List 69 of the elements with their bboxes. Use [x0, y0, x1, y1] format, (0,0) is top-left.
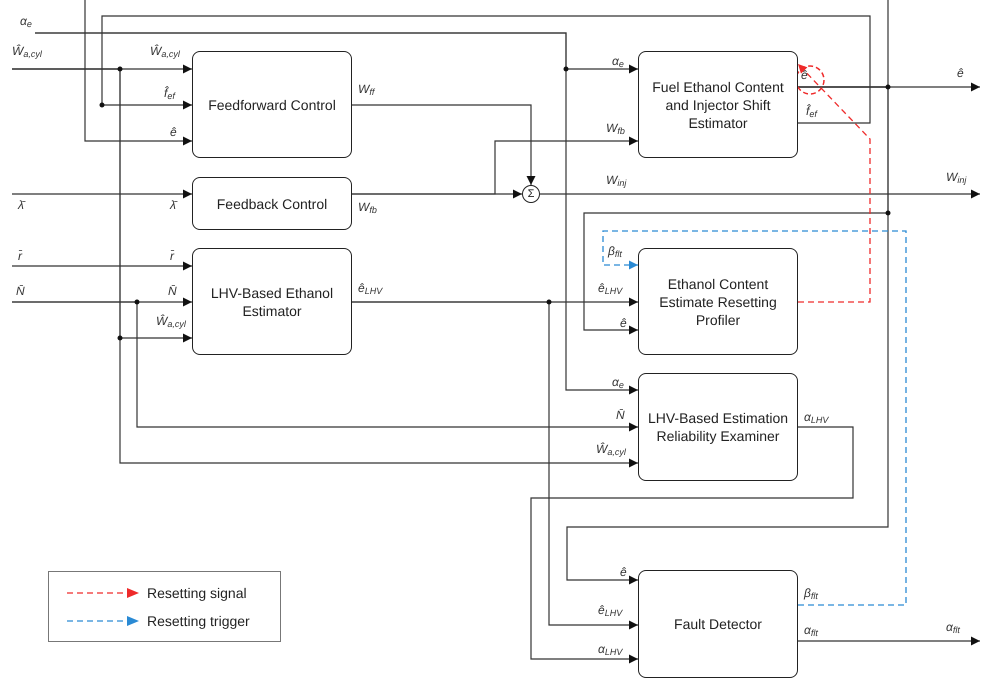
legend-label: Resetting signal [147, 584, 247, 600]
signal-label: λ̄ [18, 198, 24, 212]
signal-label: W$_{fb}$ [358, 200, 377, 214]
signal-arrow [798, 636, 980, 646]
signal-arrow [35, 32, 638, 394]
signal-arrow [12, 68, 638, 468]
signal-arrow [602, 230, 907, 606]
signal-label: ê [957, 66, 964, 80]
box-label: Fuel Ethanol Content and Injector Shift Estimator [651, 78, 785, 132]
signal-arrow [540, 190, 980, 198]
process-box [192, 51, 352, 158]
signal-label: r̄ [170, 249, 174, 263]
signal-label: W$_{fb}$ [606, 121, 625, 135]
signal-label: ê [801, 68, 808, 82]
signal-label: W$_{inj}$ [606, 173, 626, 187]
signal-label: α$_{e}$ [20, 14, 32, 28]
signal-label: Ŵ$_{a,cyl}$ [596, 442, 626, 456]
signal-label: α$_{flt}$ [946, 620, 960, 634]
process-box [638, 51, 798, 158]
signal-label: ê [620, 565, 627, 579]
signal-label: N̄ [16, 284, 25, 298]
signal-label: ê$_{LHV}$ [598, 281, 622, 295]
signal-arrow [101, 15, 871, 124]
signal-label: f̂$_{ef}$ [164, 86, 175, 100]
box-label: LHV-Based Estimation Reliability Examiner [647, 409, 789, 445]
process-box [638, 248, 798, 355]
signal-label: W$_{inj}$ [946, 170, 966, 184]
signal-label: N̄ [168, 284, 177, 298]
signal-label: ê$_{LHV}$ [598, 603, 622, 617]
signal-label: α$_{e}$ [612, 54, 624, 68]
signal-arrow [798, 64, 871, 303]
signal-label: ê [170, 125, 177, 139]
process-box [638, 570, 798, 678]
signal-label: α$_{LHV}$ [804, 410, 828, 424]
signal-arrow [84, 0, 889, 146]
signal-label: α$_{flt}$ [804, 623, 818, 637]
signal-label: α$_{LHV}$ [598, 642, 622, 656]
signal-arrow [530, 426, 854, 664]
signal-arrow [12, 190, 192, 198]
signal-label: Ŵ$_{a,cyl}$ [12, 44, 42, 58]
sum-symbol: Σ [528, 188, 534, 200]
signal-label: ê$_{LHV}$ [358, 281, 382, 295]
signal-label: ê [620, 316, 627, 330]
signal-arrow [12, 262, 192, 270]
signal-arrow [566, 86, 889, 584]
box-label: Feedback Control [216, 194, 328, 212]
box-label: Feedforward Control [208, 96, 336, 114]
signal-label: Ŵ$_{a,cyl}$ [150, 44, 180, 58]
process-box [192, 248, 352, 355]
box-label: Ethanol Content Estimate Resetting Profiler [658, 274, 778, 328]
signal-label: W$_{ff}$ [358, 82, 374, 96]
signal-label: f̂$_{ef}$ [806, 104, 817, 118]
signal-label: r̄ [18, 249, 22, 263]
signal-arrow [12, 301, 638, 432]
signal-label: Ŵ$_{a,cyl}$ [156, 314, 186, 328]
box-label: LHV-Based Ethanol Estimator [210, 284, 334, 320]
signal-label: λ̄ [170, 198, 176, 212]
process-box [192, 177, 352, 230]
legend-label: Resetting trigger [147, 612, 250, 628]
signal-arrow [352, 301, 638, 630]
signal-arrow [352, 104, 536, 185]
box-label: Fault Detector [674, 615, 762, 633]
summing-junction [522, 185, 540, 203]
signal-arrow [352, 136, 638, 195]
signal-label: β$_{flt}$ [804, 586, 818, 600]
signal-label: N̄ [616, 408, 625, 422]
signal-label: β$_{flt}$ [608, 244, 622, 258]
signal-label: α$_{e}$ [612, 375, 624, 389]
process-box [638, 373, 798, 481]
